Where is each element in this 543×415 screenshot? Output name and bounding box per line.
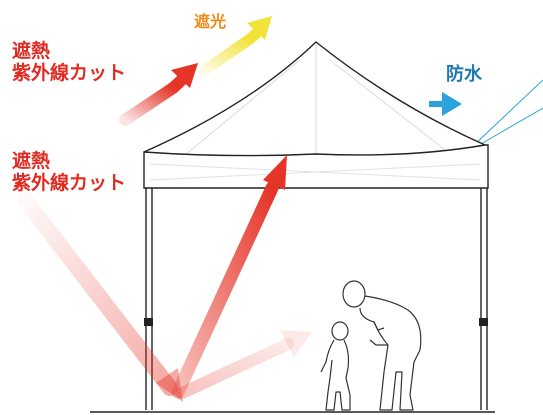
lower-heat-uv-label: 遮熱 紫外線カット: [12, 150, 127, 195]
tent-valance: [143, 144, 489, 189]
upper-heat-arrow: [119, 63, 198, 126]
valance-inner-frame: [149, 163, 481, 181]
roof-inner-frame: [170, 45, 460, 171]
left-heat-arrow: [17, 192, 183, 402]
main-heat-arrow: [171, 155, 287, 399]
adult-figure: [342, 280, 422, 411]
waterproof-label: 防水: [446, 64, 482, 85]
rain-lines: [473, 79, 543, 149]
tent: [90, 41, 495, 413]
shading-arrow: [199, 16, 272, 76]
waterproof-arrow: [429, 22, 462, 116]
people: [320, 280, 422, 411]
right-heat-arrow: [176, 330, 312, 399]
left-pole-clip: [144, 318, 153, 326]
upper-heat-uv-label: 遮熱 紫外線カット: [12, 40, 127, 85]
child-figure: [320, 321, 351, 411]
shading-label: 遮光: [194, 12, 227, 31]
right-pole-clip: [479, 318, 488, 326]
tent-roof: [143, 41, 486, 153]
